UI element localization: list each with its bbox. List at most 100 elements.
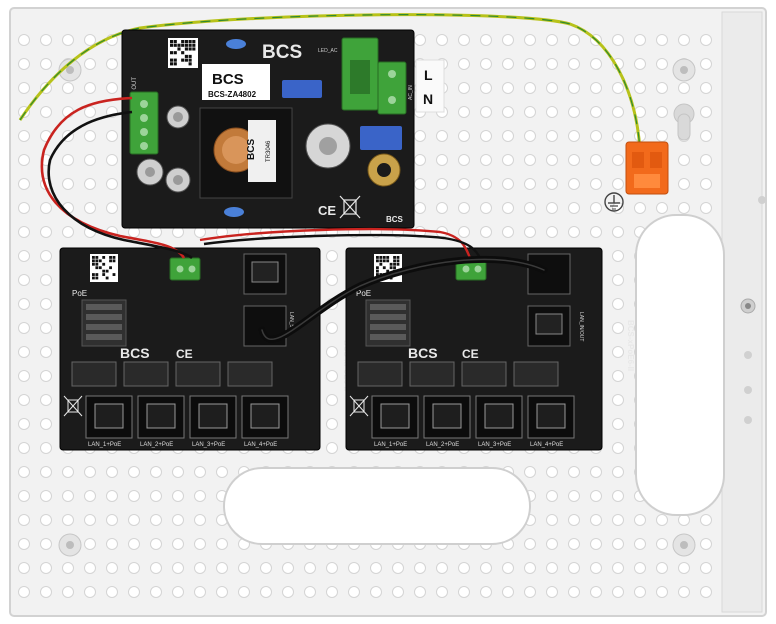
perforation-hole <box>326 562 338 574</box>
lan-transformer-chip <box>513 361 559 387</box>
perforation-hole <box>524 82 536 94</box>
perforation-hole <box>326 250 338 262</box>
perforation-hole <box>612 298 624 310</box>
transformer-model: TR3046 <box>266 140 272 162</box>
perforation-hole <box>612 562 624 574</box>
qr-module <box>389 266 393 270</box>
perforation-hole <box>106 82 118 94</box>
lan-transformer-chip <box>175 361 221 387</box>
perforation-hole <box>458 226 470 238</box>
perforation-hole <box>238 586 250 598</box>
qr-module <box>393 266 396 270</box>
qr-module <box>112 256 116 259</box>
perforation-hole <box>40 274 52 286</box>
perforation-hole <box>194 514 206 526</box>
perforation-hole <box>18 514 30 526</box>
perforation-hole <box>590 562 602 574</box>
qr-module <box>396 259 400 263</box>
dc-out-terminal <box>129 91 159 155</box>
ac-in-label: AC_IN <box>408 85 414 100</box>
perforation-hole <box>612 442 624 454</box>
perforation-hole <box>546 514 558 526</box>
qr-module <box>184 43 188 47</box>
qr-module <box>184 54 188 58</box>
perforation-hole <box>612 346 624 358</box>
perforation-hole <box>634 538 646 550</box>
perforation-hole <box>590 202 602 214</box>
qr-module <box>188 58 192 62</box>
perforation-hole <box>62 490 74 502</box>
perforation-hole <box>612 226 624 238</box>
perforation-hole <box>590 178 602 190</box>
qr-module <box>105 269 109 273</box>
perforation-hole <box>700 130 712 142</box>
perforation-hole <box>612 490 624 502</box>
earth-wire-stripe <box>19 14 641 151</box>
perforation-hole <box>546 34 558 46</box>
perforation-hole <box>40 106 52 118</box>
perforation-hole <box>40 418 52 430</box>
perforation-hole <box>568 202 580 214</box>
switch-brand: BCS <box>120 345 150 361</box>
perforation-hole <box>40 466 52 478</box>
perforation-hole <box>326 274 338 286</box>
perforation-hole <box>172 514 184 526</box>
qr-module <box>95 262 99 266</box>
mounting-standoff <box>58 58 696 557</box>
perforation-hole <box>414 178 426 190</box>
rj45-port-label: LAN_4+PoE <box>530 442 563 448</box>
uplink-label: LAN_IN/OUT <box>578 312 584 341</box>
perforation-hole <box>348 562 360 574</box>
perforation-hole <box>436 34 448 46</box>
rim-hole <box>758 196 766 204</box>
perforation-hole <box>18 58 30 70</box>
perforation-hole <box>546 82 558 94</box>
perforation-hole <box>260 562 272 574</box>
qr-module <box>98 259 102 263</box>
perforation-hole <box>568 130 580 142</box>
perforation-hole <box>546 490 558 502</box>
perforation-hole <box>150 538 162 550</box>
perforation-hole <box>18 466 30 478</box>
ac-in-terminal <box>341 37 407 115</box>
perforation-hole <box>84 538 96 550</box>
perforation-hole <box>502 562 514 574</box>
orange-terminal-connector <box>625 141 669 195</box>
perforation-hole <box>568 34 580 46</box>
perforation-hole <box>40 298 52 310</box>
perforation-hole <box>106 562 118 574</box>
perforation-hole <box>436 154 448 166</box>
qr-module <box>92 276 95 280</box>
perforation-hole <box>40 538 52 550</box>
rj45-port-socket <box>198 403 228 429</box>
rj45-port-label: LAN_1+PoE <box>88 442 121 448</box>
perforation-hole <box>458 202 470 214</box>
perforation-hole <box>502 226 514 238</box>
perforation-hole <box>172 586 184 598</box>
perforation-hole <box>568 82 580 94</box>
perforation-hole <box>568 562 580 574</box>
ground-symbol-icon <box>604 192 624 212</box>
power-terminal <box>169 257 201 281</box>
qr-module <box>376 273 379 276</box>
rj45-port-label: LAN_2+PoE <box>140 442 173 448</box>
lan-transformer-chip <box>71 361 117 387</box>
perforation-hole <box>524 130 536 142</box>
qr-module <box>181 40 185 44</box>
mounting-keyhole <box>673 103 695 141</box>
qr-module <box>95 276 99 280</box>
qr-module <box>188 54 192 58</box>
perforation-hole <box>700 202 712 214</box>
rj45-port-label: LAN_2+PoE <box>426 442 459 448</box>
perforation-hole <box>106 202 118 214</box>
qr-module <box>102 262 106 266</box>
perforation-hole <box>612 82 624 94</box>
perforation-hole <box>216 466 228 478</box>
rj45-port-socket <box>146 403 176 429</box>
perforation-hole <box>590 538 602 550</box>
perforation-hole <box>568 514 580 526</box>
qr-module <box>382 259 386 263</box>
perforation-hole <box>84 466 96 478</box>
perforation-hole <box>612 250 624 262</box>
